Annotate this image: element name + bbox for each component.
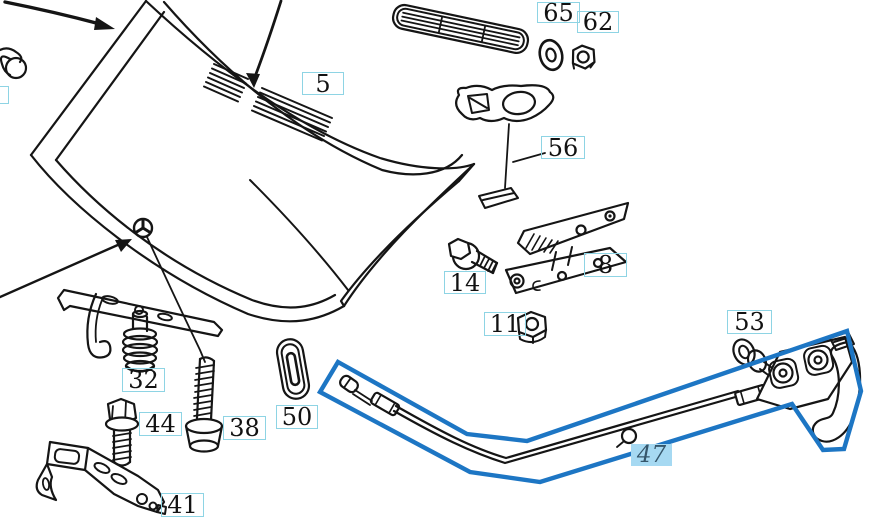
stud-38-drawing — [184, 356, 224, 453]
part-label-41[interactable]: 41 — [161, 493, 204, 517]
grille-strip-drawing — [391, 3, 530, 55]
part-label-14[interactable]: 14 — [444, 268, 486, 297]
part-number: 56 — [547, 133, 579, 162]
part-label-56[interactable]: 56 — [541, 133, 585, 162]
hood-emblem — [132, 217, 154, 239]
gasket-56-drawing — [455, 84, 555, 209]
nut-62-drawing — [571, 44, 596, 70]
buffer-32-drawing — [56, 288, 224, 373]
part-number: 41 — [167, 491, 198, 519]
part-label-11[interactable]: 11 — [484, 312, 526, 336]
pointer-arrow-top-left — [3, 0, 115, 30]
part-number: 8 — [597, 251, 614, 279]
part-number: 11 — [489, 310, 521, 338]
hood-drawing — [29, 0, 476, 323]
part-label-44[interactable]: 44 — [139, 412, 182, 436]
part-label-5[interactable]: 5 — [302, 69, 344, 98]
hood-vent-hatch-a — [203, 63, 249, 103]
clip-part-top-left — [0, 47, 28, 80]
part-label-8[interactable]: 8 — [584, 253, 627, 277]
part-number: 53 — [734, 308, 765, 336]
part-number: 32 — [128, 366, 159, 394]
part-number: 38 — [229, 414, 260, 442]
hood-vent-hatch-b — [251, 87, 333, 142]
grommet-50-drawing — [275, 338, 311, 400]
bolt-14-drawing — [447, 237, 499, 275]
part-number: 14 — [449, 268, 481, 297]
part-number: 50 — [281, 403, 313, 431]
part-number: 5 — [315, 69, 331, 98]
bolt-44-drawing — [104, 397, 140, 467]
washer-65-drawing — [538, 38, 564, 72]
bracket-41-drawing — [35, 440, 167, 515]
highlight-outline-47[interactable] — [316, 328, 864, 485]
part-label-65[interactable]: 65 — [537, 0, 580, 27]
pointer-arrow-to-emblem — [0, 239, 132, 299]
part-number: 65 — [543, 0, 574, 27]
hinge-8-drawing — [504, 201, 630, 295]
part-label-50[interactable]: 50 — [276, 405, 318, 429]
pointer-arrow-to-vent — [246, 0, 283, 88]
part-label-47-highlighted[interactable]: 47 — [631, 442, 672, 468]
part-label-clipped[interactable] — [0, 86, 9, 104]
part-number: 44 — [145, 410, 176, 438]
part-label-53[interactable]: 53 — [727, 310, 772, 334]
part-number: 47 — [636, 442, 667, 468]
part-label-38[interactable]: 38 — [223, 416, 266, 440]
leader-emblem-to-stud — [146, 236, 206, 363]
part-label-62[interactable]: 62 — [577, 8, 619, 36]
part-number: 62 — [582, 8, 614, 36]
part-label-32[interactable]: 32 — [122, 368, 165, 392]
